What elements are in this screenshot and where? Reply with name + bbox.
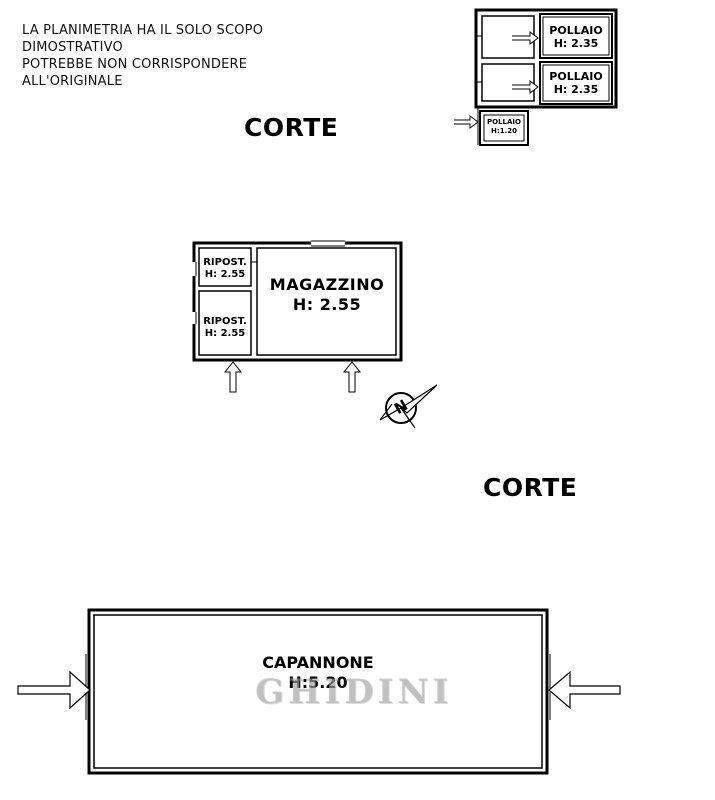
- room-height: H: 2.55: [292, 295, 362, 314]
- pollaio-block: [474, 8, 618, 146]
- disclaimer-line: POTREBBE NON CORRISPONDERE: [22, 57, 248, 72]
- courtyard-label: CORTE: [244, 113, 339, 142]
- room-name: MAGAZZINO: [269, 275, 385, 294]
- room-name: POLLAIO: [549, 70, 603, 83]
- room-height: H:5.20: [288, 673, 348, 692]
- room-name: POLLAIO: [549, 24, 603, 37]
- watermark-logo: GHIDINI: [255, 672, 453, 712]
- entrance-arrow: [17, 670, 91, 710]
- room-label-ripostiglio: RIPOST. H: 2.55: [200, 257, 250, 281]
- room-name: CAPANNONE: [262, 653, 374, 672]
- room-label-pollaio: POLLAIO H: 2.35: [543, 70, 609, 96]
- north-compass-icon: [379, 384, 438, 429]
- disclaimer-text: LA PLANIMETRIA HA IL SOLO SCOPO DIMOSTRA…: [22, 22, 263, 90]
- entrance-arrow: [512, 80, 539, 94]
- room-name: RIPOST.: [203, 257, 247, 268]
- room-label-pollaio: POLLAIO H: 2.35: [543, 24, 609, 50]
- entrance-arrow: [342, 361, 362, 393]
- entrance-arrow: [454, 115, 479, 129]
- room-name: POLLAIO: [487, 118, 521, 126]
- room-height: H:1.20: [491, 127, 517, 135]
- disclaimer-line: DIMOSTRATIVO: [22, 40, 123, 55]
- entrance-arrow: [223, 361, 243, 393]
- disclaimer-line: LA PLANIMETRIA HA IL SOLO SCOPO: [22, 23, 264, 38]
- disclaimer-line: ALL'ORIGINALE: [22, 74, 123, 89]
- room-height: H: 2.55: [204, 269, 246, 280]
- room-label-magazzino: MAGAZZINO H: 2.55: [258, 275, 396, 315]
- magazzino-block: [192, 240, 403, 362]
- courtyard-label: CORTE: [483, 473, 578, 502]
- entrance-arrow: [512, 31, 539, 45]
- room-height: H: 2.35: [553, 37, 599, 50]
- room-name: RIPOST.: [203, 316, 247, 327]
- room-label-capannone: CAPANNONE H:5.20: [94, 653, 542, 693]
- room-label-ripostiglio: RIPOST. H: 2.55: [200, 316, 250, 340]
- room-label-pollaio: POLLAIO H:1.20: [484, 118, 524, 136]
- room-height: H: 2.55: [204, 328, 246, 339]
- room-height: H: 2.35: [553, 83, 599, 96]
- entrance-arrow: [548, 670, 621, 710]
